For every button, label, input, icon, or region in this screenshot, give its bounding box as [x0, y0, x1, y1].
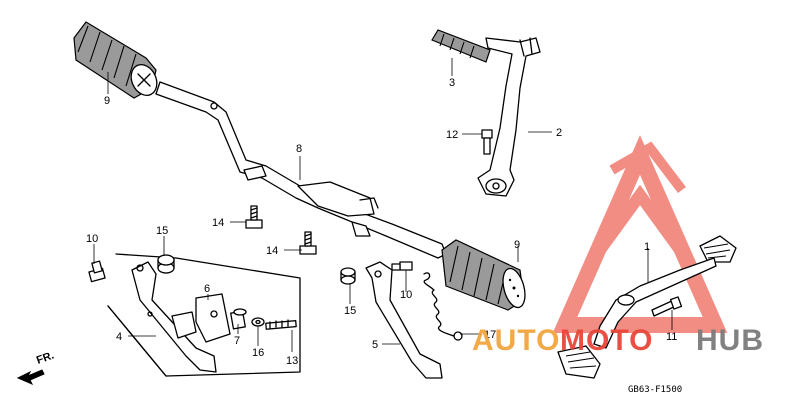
bolt-11 [651, 296, 683, 317]
callout-label: 15 [344, 305, 356, 317]
part-code: GB63-F1500 [628, 385, 682, 395]
footpeg-rubber-left [73, 21, 158, 99]
callout-label: 1 [644, 241, 650, 253]
callout-labels: 9 3 12 2 8 14 14 10 15 6 4 7 16 13 9 1 1… [86, 77, 677, 367]
collar-15-right [340, 267, 356, 285]
spring-17 [423, 272, 463, 341]
callout-label: 11 [666, 331, 677, 343]
callout-label: 5 [372, 339, 378, 351]
bolt-13 [265, 319, 297, 330]
main-stand [131, 261, 217, 373]
brake-pedal [557, 235, 737, 379]
callout-label: 12 [446, 129, 458, 141]
callout-label: 8 [296, 143, 302, 155]
bolt-14-upper [245, 205, 263, 229]
callout-label: 14 [212, 217, 224, 229]
collar-7 [230, 308, 247, 330]
kick-starter-arm [477, 37, 541, 197]
callout-label: 9 [514, 239, 520, 251]
callout-label: 15 [156, 225, 168, 237]
bolt-10-left [88, 260, 106, 283]
washer-16 [251, 317, 265, 327]
watermark-text-orange: AUTO [472, 324, 560, 357]
direction-label: FR. [35, 349, 56, 366]
front-direction-arrow-icon: FR. [16, 349, 56, 385]
collar-15-left [157, 254, 175, 274]
watermark-text-red: MOTO [560, 324, 653, 357]
callout-label: 3 [449, 77, 455, 89]
side-stand [365, 261, 443, 379]
callout-label: 10 [86, 233, 98, 245]
stopper-6 [171, 293, 231, 343]
callout-label: 13 [286, 355, 298, 367]
callout-label: 7 [234, 335, 240, 347]
callout-label: 2 [556, 127, 562, 139]
callout-label: 16 [252, 347, 264, 359]
callout-label: 6 [204, 283, 210, 295]
watermark-logo-icon [552, 135, 728, 333]
bolt-10-right [391, 261, 413, 271]
callout-label: 4 [116, 331, 122, 343]
bolt-12 [481, 129, 493, 155]
watermark-text: AUTO MOTO HUB [472, 324, 764, 357]
footrest-bar [155, 81, 447, 259]
kick-starter-rubber [431, 29, 491, 63]
callout-label: 10 [400, 289, 412, 301]
footpeg-rubber-right [441, 239, 526, 311]
callout-label: 17 [484, 329, 496, 341]
watermark-text-gray: HUB [696, 324, 764, 357]
callout-label: 14 [266, 245, 278, 257]
bolt-14-lower [299, 231, 317, 255]
leader-lines [93, 58, 673, 352]
callout-label: 9 [104, 95, 110, 107]
